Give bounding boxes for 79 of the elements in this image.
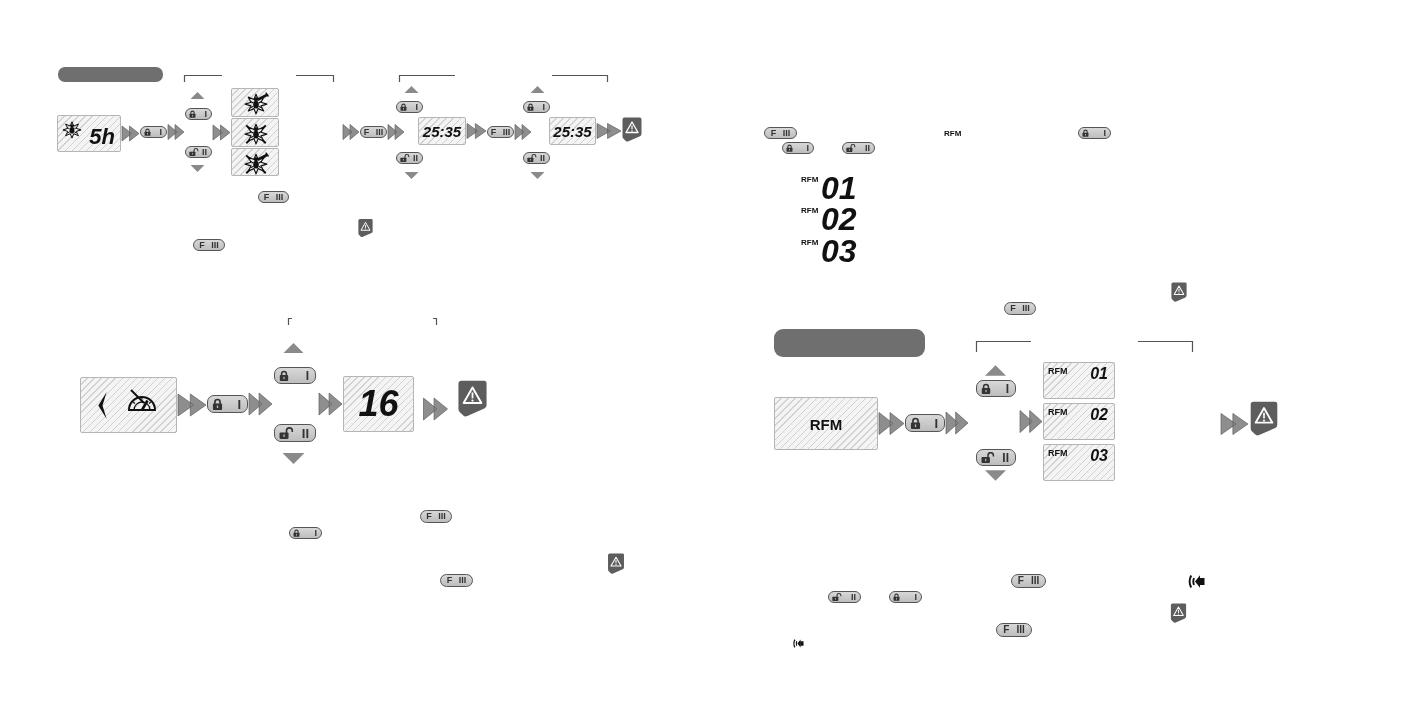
lock-key-button: I xyxy=(523,101,550,113)
function-key-button: F III xyxy=(440,574,473,587)
double-chevron-arrow xyxy=(342,124,360,140)
lcd-display xyxy=(774,397,878,450)
double-chevron-arrow xyxy=(514,124,532,140)
heading-bar xyxy=(774,329,925,357)
double-chevron-arrow xyxy=(878,412,905,435)
double-chevron-arrow xyxy=(212,124,231,141)
display-label: RFM xyxy=(801,239,819,247)
display-label: RFM xyxy=(809,416,843,431)
double-chevron-arrow xyxy=(1019,410,1043,433)
unlock-key-button: II xyxy=(828,591,861,603)
double-chevron-arrow xyxy=(423,397,448,421)
heading-bar xyxy=(58,67,163,82)
lock-key-button: I xyxy=(185,108,212,120)
lcd-display xyxy=(1043,403,1115,440)
lock-key-button: I xyxy=(207,395,248,413)
lock-key-button: I xyxy=(782,142,814,154)
lock-key-button: I xyxy=(905,414,945,432)
display-label: RFM xyxy=(1048,408,1068,417)
function-key-button: F III xyxy=(487,126,514,138)
lcd-display xyxy=(231,88,279,117)
unlock-key-button: II xyxy=(976,449,1016,466)
display-reading: 25:35 xyxy=(422,123,462,139)
unlock-key-button: II xyxy=(396,152,423,164)
double-chevron-arrow xyxy=(466,123,487,139)
lock-key-button: I xyxy=(289,527,322,539)
warning-key-icon xyxy=(1249,401,1279,436)
warning-key-icon xyxy=(457,380,488,417)
double-chevron-arrow xyxy=(177,393,207,417)
display-reading: 03 xyxy=(1090,448,1108,464)
function-key-button: F III xyxy=(420,510,452,523)
function-key-button: F III xyxy=(1011,574,1046,588)
display-reading: 01 xyxy=(821,172,857,204)
display-reading: 01 xyxy=(1090,366,1108,382)
lcd-display xyxy=(418,117,466,145)
double-chevron-arrow xyxy=(121,125,140,142)
function-key-button: F III xyxy=(1004,302,1036,315)
lock-key-button: I xyxy=(889,591,922,603)
lcd-display xyxy=(80,377,177,433)
function-key-button: F III xyxy=(996,623,1032,637)
double-chevron-arrow xyxy=(318,392,343,416)
double-chevron-arrow xyxy=(248,392,273,416)
double-chevron-arrow xyxy=(167,124,185,140)
function-key-button: F III xyxy=(764,127,797,139)
lock-key-button: I xyxy=(1078,127,1111,139)
lock-key-button: I xyxy=(140,126,167,138)
function-key-button: F III xyxy=(258,191,289,203)
double-chevron-arrow xyxy=(1220,413,1249,435)
double-chevron-arrow xyxy=(945,411,969,435)
display-reading: 03 xyxy=(821,235,857,267)
unlock-key-button: II xyxy=(274,424,316,442)
function-key-button: F III xyxy=(360,126,387,138)
unlock-key-button: II xyxy=(842,142,875,154)
display-label: RFM xyxy=(944,130,962,138)
unlock-key-button: II xyxy=(185,146,212,158)
unlock-key-button: II xyxy=(523,152,550,164)
lcd-display xyxy=(549,117,596,145)
warning-key-icon xyxy=(622,117,642,142)
display-label: RFM xyxy=(801,207,819,215)
lcd-display xyxy=(1043,362,1115,399)
lcd-display xyxy=(343,376,414,432)
display-label: RFM xyxy=(1048,367,1068,376)
lcd-display xyxy=(57,115,121,152)
lcd-display xyxy=(231,118,279,147)
display-reading: 16 xyxy=(358,386,399,422)
lcd-display xyxy=(231,148,279,176)
display-label: RFM xyxy=(801,176,819,184)
lock-key-button: I xyxy=(976,380,1016,397)
display-reading: 5h xyxy=(89,126,115,148)
display-label: RFM xyxy=(1048,449,1068,458)
display-reading: 02 xyxy=(821,203,857,235)
display-reading: 25:35 xyxy=(553,123,592,139)
function-key-button: F III xyxy=(193,239,225,251)
double-chevron-arrow xyxy=(596,123,622,139)
display-reading: 02 xyxy=(1090,407,1108,423)
lock-key-button: I xyxy=(274,367,316,384)
lcd-display xyxy=(1043,444,1115,481)
lock-key-button: I xyxy=(396,101,423,113)
